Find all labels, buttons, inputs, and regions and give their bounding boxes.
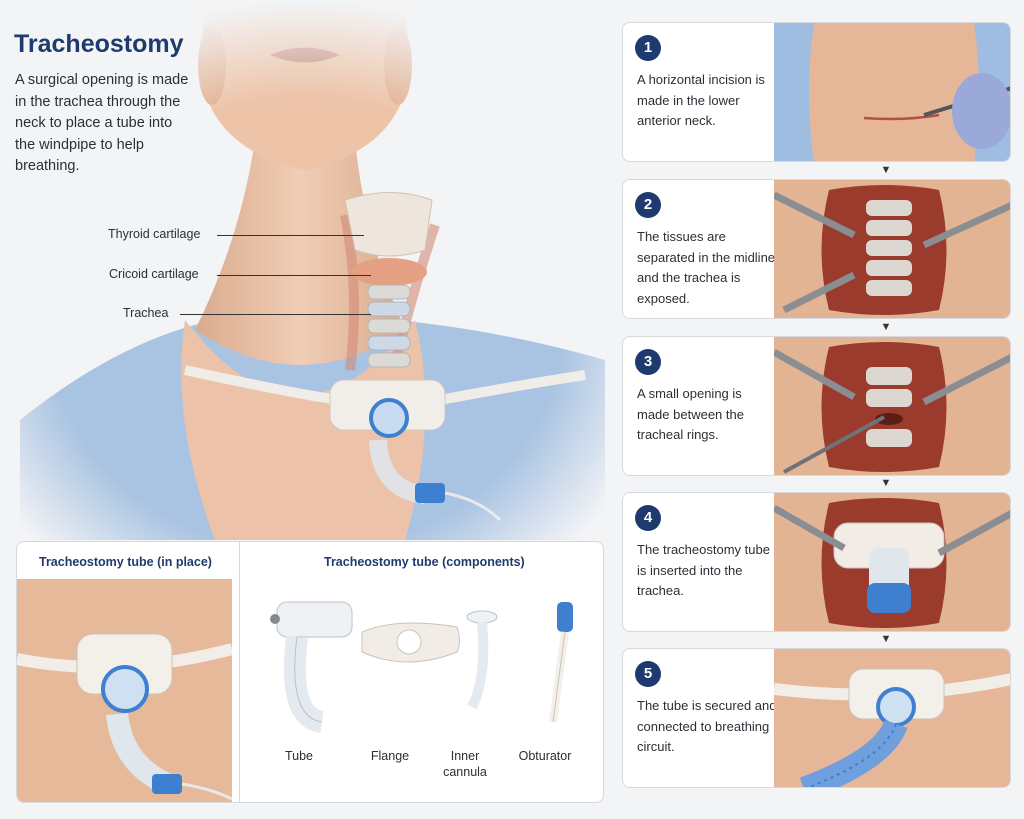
step-1-image bbox=[774, 23, 1010, 161]
flange-caption: Flange bbox=[370, 749, 410, 763]
step-5-image bbox=[774, 649, 1010, 787]
step-text-3: A small opening is made between the trac… bbox=[637, 386, 744, 442]
step-card-3: 3 A small opening is made between the tr… bbox=[622, 336, 1011, 476]
down-arrow-icon: ▼ bbox=[880, 164, 892, 176]
thyroid-leader-line bbox=[217, 235, 364, 236]
step-number-2: 2 bbox=[635, 192, 661, 218]
step-text-1: A horizontal incision is made in the low… bbox=[637, 72, 765, 128]
step-card-5: 5 The tube is secured and connected to b… bbox=[622, 648, 1011, 788]
down-arrow-icon: ▼ bbox=[880, 477, 892, 489]
step-number-5: 5 bbox=[635, 661, 661, 687]
neck-illustration bbox=[0, 0, 610, 540]
step-number-1: 1 bbox=[635, 35, 661, 61]
tube-component-icon bbox=[270, 601, 353, 733]
tube-in-place-image bbox=[17, 579, 234, 802]
tube-panel: Tracheostomy tube (in place) Tracheostom… bbox=[16, 541, 604, 803]
step-number-3: 3 bbox=[635, 349, 661, 375]
inner-cannula-component-icon bbox=[466, 610, 498, 710]
step-card-1: 1 A horizontal incision is made in the l… bbox=[622, 22, 1011, 162]
panel-divider bbox=[239, 542, 240, 802]
page-title: Tracheostomy bbox=[14, 30, 184, 58]
down-arrow-icon: ▼ bbox=[880, 633, 892, 645]
cricoid-leader-line bbox=[217, 275, 371, 276]
obturator-caption: Obturator bbox=[518, 749, 572, 763]
components-drawing bbox=[270, 601, 573, 733]
cricoid-cartilage-label: Cricoid cartilage bbox=[109, 267, 199, 281]
neck-anatomy-figure bbox=[0, 0, 610, 540]
step-text-4: The tracheostomy tube is inserted into t… bbox=[637, 542, 770, 598]
trachea-leader-line bbox=[180, 314, 371, 315]
tube-caption: Tube bbox=[284, 749, 314, 763]
trachea-label: Trachea bbox=[123, 306, 169, 320]
inner-cannula-caption: Inner cannula bbox=[443, 749, 487, 779]
down-arrow-icon: ▼ bbox=[880, 321, 892, 333]
intro-text: A surgical opening is made in the trache… bbox=[15, 72, 189, 175]
step-2-image bbox=[774, 180, 1010, 318]
step-card-2: 2 The tissues are separated in the midli… bbox=[622, 179, 1011, 319]
step-number-4: 4 bbox=[635, 505, 661, 531]
flange-component-icon bbox=[361, 622, 460, 663]
step-text-5: The tube is secured and connected to bre… bbox=[637, 698, 777, 754]
step-4-image bbox=[774, 493, 1010, 631]
step-text-2: The tissues are separated in the midline… bbox=[637, 229, 776, 306]
thyroid-cartilage-label: Thyroid cartilage bbox=[108, 227, 201, 241]
step-3-image bbox=[774, 337, 1010, 475]
in-place-heading: Tracheostomy tube (in place) bbox=[39, 555, 212, 569]
components-heading: Tracheostomy tube (components) bbox=[324, 555, 525, 569]
step-card-4: 4 The tracheostomy tube is inserted into… bbox=[622, 492, 1011, 632]
obturator-component-icon bbox=[549, 602, 573, 723]
